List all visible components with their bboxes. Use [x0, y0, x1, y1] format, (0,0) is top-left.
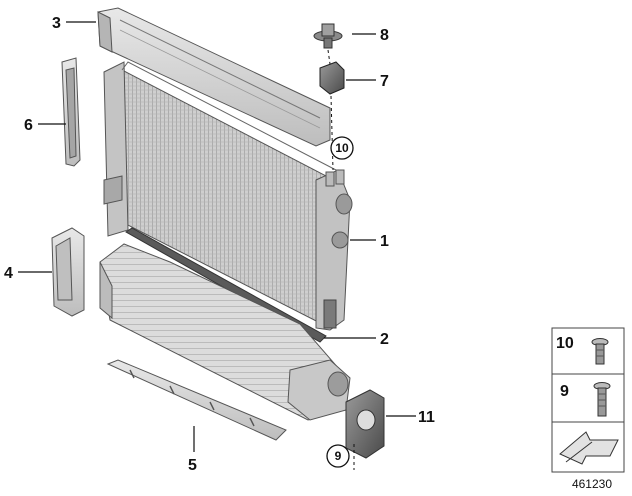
- arrow-icon: [559, 431, 619, 465]
- diagram-number: 461230: [572, 477, 612, 491]
- part-6-side-bracket: [61, 57, 81, 167]
- callout-7: 7: [380, 73, 389, 90]
- callout-8: 8: [380, 27, 389, 44]
- callout-10-circle: [330, 136, 354, 160]
- part-8-expanding-rivet: [313, 23, 343, 49]
- callout-10: 10: [335, 141, 349, 155]
- legend-box: 10 9: [551, 327, 625, 473]
- leader-lines: [18, 21, 416, 452]
- bolt-9-icon: [593, 382, 611, 417]
- callouts: 3 6 4 8 7 1 2 11 5 10 9: [4, 15, 435, 474]
- legend-item-9-label: 9: [560, 383, 569, 400]
- callout-5: 5: [188, 457, 197, 474]
- part-3-air-guide: [97, 7, 331, 147]
- bolt-10-icon: [591, 338, 609, 365]
- part-10-fitting: [325, 169, 345, 187]
- callout-6: 6: [24, 117, 33, 134]
- part-4-air-guide-left: [51, 227, 85, 317]
- intercooler: [99, 243, 351, 421]
- callout-4: 4: [4, 265, 13, 282]
- part-5-lower-air-guide: [106, 359, 287, 441]
- callout-3: 3: [52, 15, 61, 32]
- alignment-lines: [327, 49, 355, 470]
- part-7-rubber-mount: [319, 61, 345, 95]
- legend-item-10-label: 10: [556, 335, 574, 352]
- callout-2: 2: [380, 331, 389, 348]
- callout-9: 9: [335, 449, 342, 463]
- part-11-bracket: [345, 389, 385, 459]
- part-1-radiator: [103, 61, 353, 331]
- callout-1: 1: [380, 233, 389, 250]
- callout-9-circle: [326, 444, 350, 468]
- callout-11: 11: [418, 409, 435, 426]
